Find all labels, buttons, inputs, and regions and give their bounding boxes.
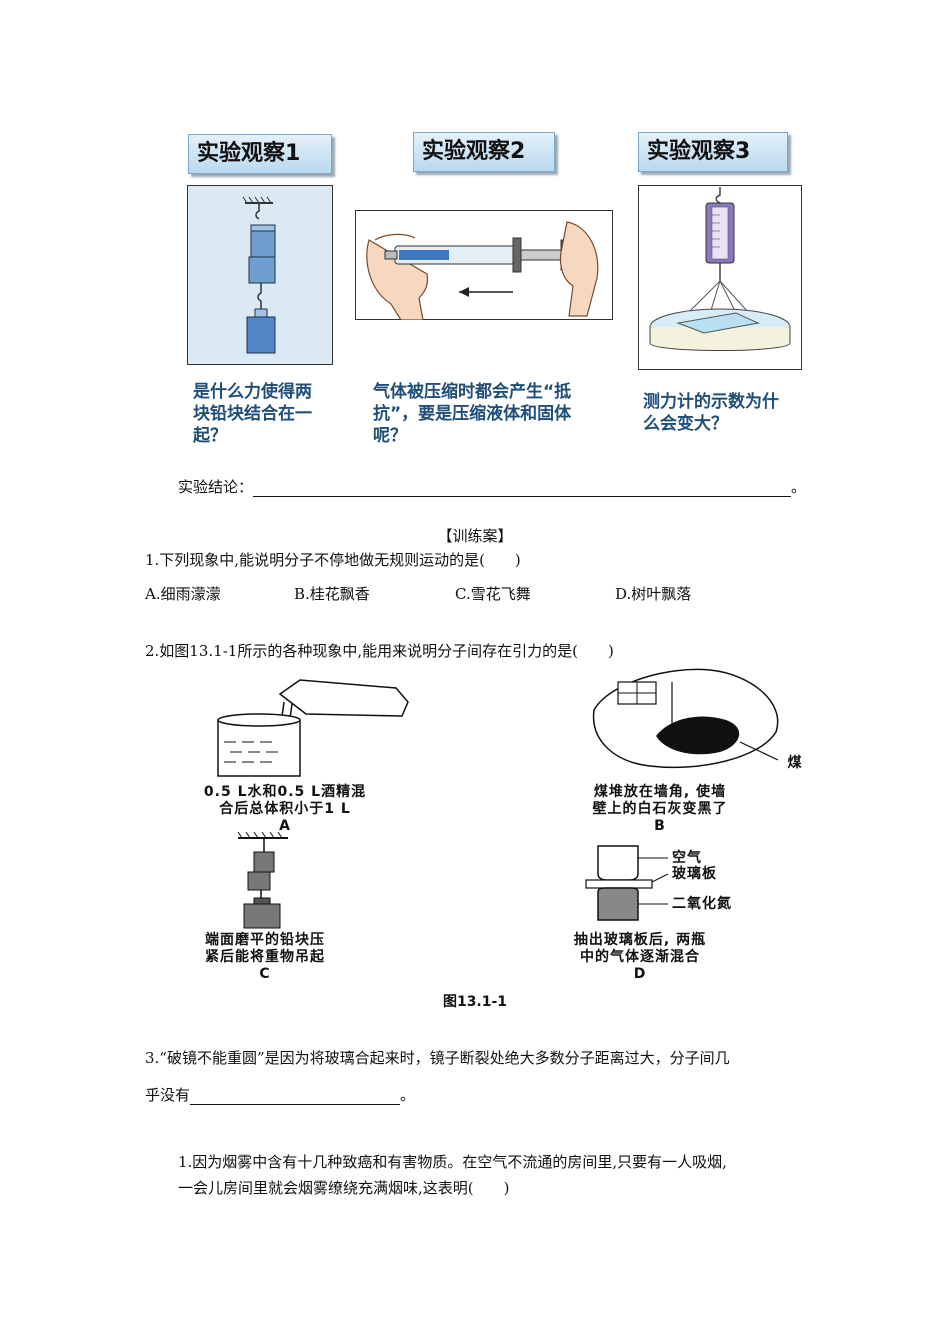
question-3-blank[interactable]: [190, 1088, 401, 1105]
figure-caption: 图13.1-1: [442, 994, 508, 1010]
question-line: 起？: [193, 426, 227, 446]
question-3-prefix: 乎没有: [145, 1086, 191, 1104]
lead-blocks-illustration: [187, 185, 333, 365]
caption-letter: A: [279, 818, 291, 834]
figure-d-caption: 抽出玻璃板后, 两瓶 中的气体逐渐混合 D: [500, 932, 780, 983]
spring-scale-illustration: [638, 185, 802, 370]
question-line: 是什么力使得两: [193, 382, 312, 402]
figure-d-label-air: 空气: [672, 850, 702, 866]
question-1-option-d: D.树叶飘落: [615, 585, 692, 603]
observation-1-title: 实验观察1: [188, 134, 332, 174]
conclusion-label: 实验结论：: [178, 478, 254, 496]
question-1-option-b: B.桂花飘香: [294, 585, 370, 603]
caption-line: 煤堆放在墙角, 使墙: [593, 784, 727, 800]
figure-b-caption: 煤堆放在墙角, 使墙 壁上的白石灰变黑了 B: [520, 784, 800, 835]
figure-d-label-no2: 二氧化氮: [672, 896, 732, 912]
question-line: 块铅块结合在一: [193, 404, 312, 424]
caption-line: 合后总体积小于1 L: [219, 801, 351, 817]
figure-c-caption: 端面磨平的铅块压 紧后能将重物吊起 C: [130, 932, 400, 983]
caption-letter: D: [633, 966, 647, 982]
question-3-line2: 乎没有 。: [145, 1085, 845, 1105]
observation-3-question: 测力计的示数为什 么会变大？: [643, 391, 813, 435]
observation-2-title: 实验观察2: [413, 132, 555, 172]
observation-2-question: 气体被压缩时都会产生“抵 抗”，要是压缩液体和固体 呢？: [373, 381, 623, 447]
figure-b-coal-label: 煤: [787, 755, 803, 771]
question-1-option-a: A.细雨濛濛: [145, 585, 221, 603]
question-4-line1: 1.因为烟雾中含有十几种致癌和有害物质。在空气不流通的房间里,只要有一人吸烟,: [178, 1153, 727, 1171]
conclusion-blank[interactable]: [253, 480, 792, 497]
experiment-conclusion: 实验结论： 。: [178, 477, 818, 497]
observation-1-question: 是什么力使得两 块铅块结合在一 起？: [193, 381, 343, 447]
question-line: 抗”，要是压缩液体和固体: [373, 404, 572, 424]
observation-3-title: 实验观察3: [638, 132, 788, 172]
caption-line: 端面磨平的铅块压: [205, 932, 325, 948]
caption-line: 紧后能将重物吊起: [205, 949, 325, 965]
caption-line: 壁上的白石灰变黑了: [592, 801, 728, 817]
question-4-line2: 一会儿房间里就会烟雾缭绕充满烟味,这表明( ): [178, 1179, 510, 1197]
question-line: 么会变大？: [643, 414, 728, 434]
caption-letter: C: [259, 966, 271, 982]
syringe-illustration: [355, 210, 613, 320]
question-1-stem: 1.下列现象中,能说明分子不停地做无规则运动的是( ): [145, 551, 521, 569]
conclusion-end: 。: [791, 478, 807, 496]
caption-letter: B: [654, 818, 666, 834]
question-3-suffix: 。: [400, 1086, 416, 1104]
question-1-option-c: C.雪花飞舞: [455, 585, 531, 603]
figure-a-beaker: [217, 679, 409, 777]
figure-a-caption: 0.5 L水和0.5 L酒精混 合后总体积小于1 L A: [150, 784, 420, 835]
caption-line: 中的气体逐渐混合: [580, 949, 700, 965]
section-title: 【训练案】: [437, 527, 513, 545]
figure-d-label-glass: 玻璃板: [672, 866, 717, 882]
caption-line: 0.5 L水和0.5 L酒精混: [203, 784, 367, 800]
question-2-stem: 2.如图13.1-1所示的各种现象中,能用来说明分子间存在引力的是( ): [145, 642, 614, 660]
figure-b-coal-corner: [592, 668, 779, 769]
question-line: 测力计的示数为什: [643, 392, 779, 412]
caption-line: 抽出玻璃板后, 两瓶: [573, 932, 707, 948]
question-3-line1: 3.“破镜不能重圆”是因为将玻璃合起来时，镜子断裂处绝大多数分子距离过大，分子间…: [145, 1049, 730, 1067]
question-line: 气体被压缩时都会产生“抵: [373, 382, 572, 402]
figure-d-gas-bottles: [585, 845, 669, 921]
question-line: 呢？: [373, 426, 407, 446]
figure-c-lead-blocks: [237, 832, 288, 929]
